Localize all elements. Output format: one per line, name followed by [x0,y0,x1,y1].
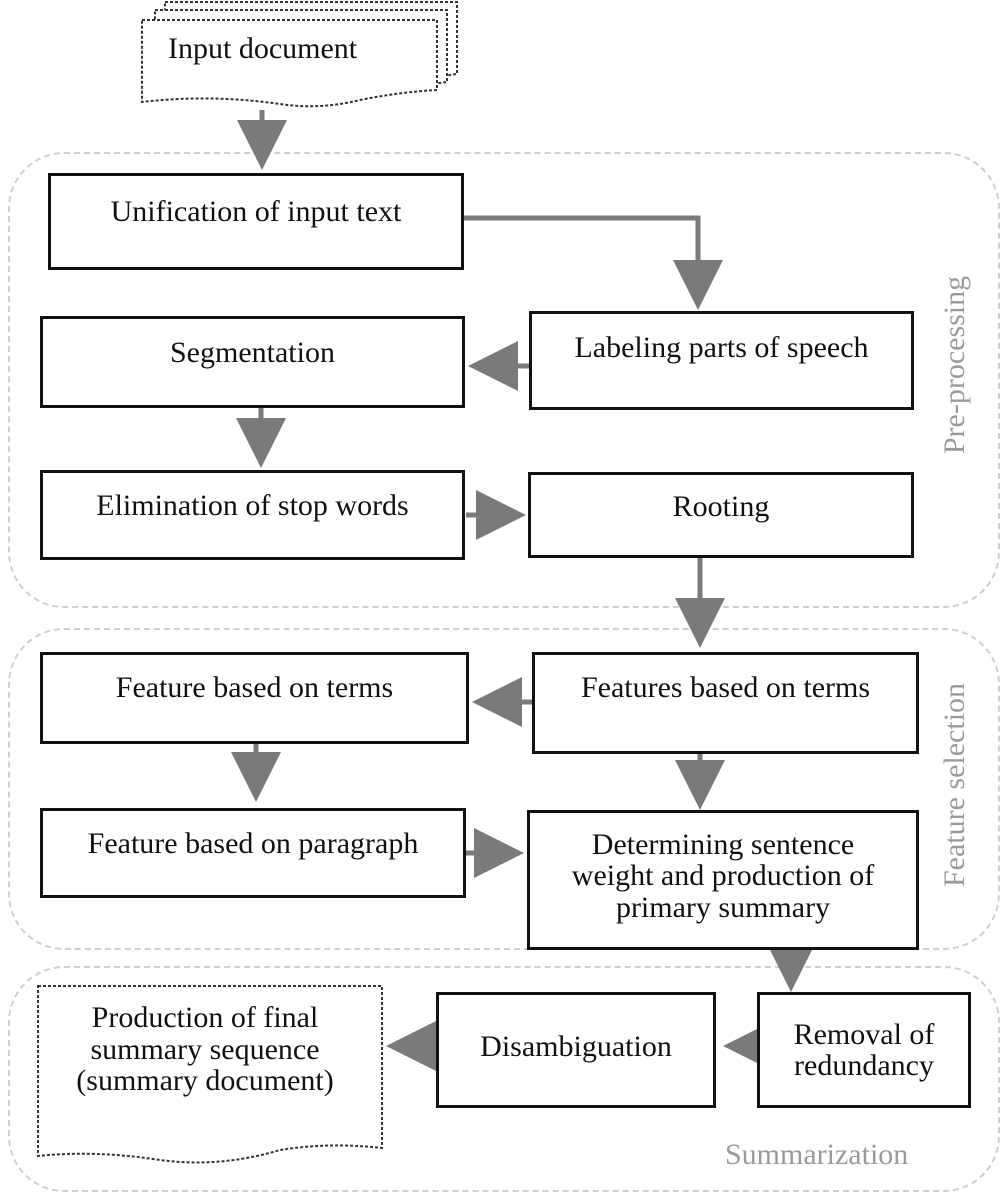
input-document-label: Input document [168,32,358,65]
final-summary-line-2: summary sequence [90,1032,320,1066]
disambiguation-box: Disambiguation [436,992,716,1108]
disambiguation-label: Disambiguation [480,1030,672,1064]
final-summary-line-3: (summary document) [76,1064,334,1097]
sentence-weight-box: Determining sentence weight and producti… [527,810,919,950]
feature-terms-label: Feature based on terms [115,671,394,705]
segmentation-box: Segmentation [40,316,465,408]
feature-paragraph-box: Feature based on paragraph [40,808,466,898]
input-document-shape [141,1,458,108]
sentence-weight-line-1: Determining sentence [591,827,855,861]
final-summary-document-shape [37,985,383,1164]
segmentation-label: Segmentation [170,336,335,370]
feature-selection-group [8,628,1000,950]
labeling-parts-of-speech-box: Labeling parts of speech [529,311,914,410]
rooting-label: Rooting [672,490,770,524]
feature-terms-box: Feature based on terms [40,652,469,744]
removal-redundancy-line-1: Removal of [793,1017,935,1051]
features-terms-box: Features based on terms [532,652,919,754]
final-summary-label: Production of final summary sequence (su… [45,1002,365,1097]
rooting-box: Rooting [528,472,914,558]
labeling-label: Labeling parts of speech [574,330,869,364]
summarization-group-label: Summarization [725,1138,909,1171]
final-summary-line-1: Production of final [91,1001,319,1034]
sentence-weight-line-3: primary summary [615,890,831,924]
stop-words-box: Elimination of stop words [40,470,465,560]
unification-label: Unification of input text [110,194,402,228]
arrow-unification-to-labeling [462,215,723,310]
sentence-weight-line-2: weight and production of [571,859,875,893]
feature-paragraph-label: Feature based on paragraph [87,827,419,861]
removal-redundancy-box: Removal of redundancy [757,992,971,1108]
removal-redundancy-line-2: redundancy [794,1049,934,1082]
stop-words-label: Elimination of stop words [96,489,409,523]
unification-box: Unification of input text [48,173,464,270]
features-terms-label: Features based on terms [580,671,871,705]
preprocessing-group [8,152,1000,608]
summarization-group [8,966,1000,1192]
